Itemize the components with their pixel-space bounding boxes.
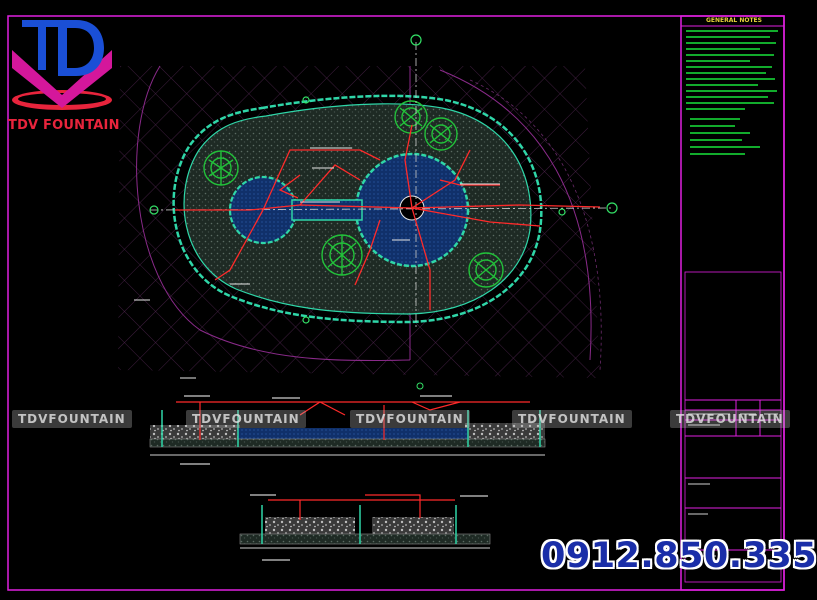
phone-number: 0912.850.335 [541, 536, 817, 576]
general-notes-lines [686, 30, 778, 155]
axis-markers [149, 34, 618, 324]
general-notes-heading: GENERAL NOTES [706, 17, 762, 24]
tree-symbols [203, 100, 504, 288]
section-view-1 [149, 382, 546, 465]
piping-network [175, 124, 601, 310]
watermark-5: TDVFOUNTAIN [670, 410, 790, 428]
brand-name: TDV FOUNTAIN [8, 118, 120, 133]
watermark-4: TDVFOUNTAIN [512, 410, 632, 428]
pool-outer-rim [172, 94, 543, 324]
title-block-text [688, 413, 778, 557]
watermark-1: TDVFOUNTAIN [12, 410, 132, 428]
tdv-logo [12, 20, 112, 110]
watermark-2: TDVFOUNTAIN [186, 410, 306, 428]
center-axis-lines [149, 42, 613, 330]
watermark-3: TDVFOUNTAIN [350, 410, 470, 428]
title-block [680, 15, 785, 591]
plan-view [118, 34, 618, 379]
section-view-2 [239, 494, 491, 561]
cad-drawing-canvas [7, 15, 785, 591]
piping-labels [134, 147, 500, 379]
